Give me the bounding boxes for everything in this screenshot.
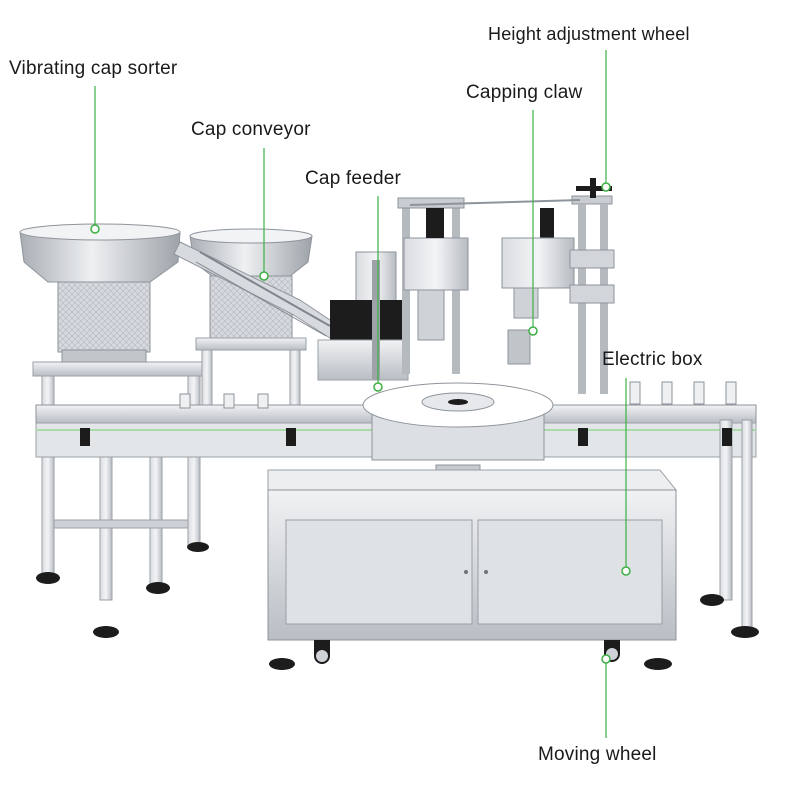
leader-dots <box>90 182 631 664</box>
leader-lines <box>94 50 627 738</box>
label-height-adjustment-wheel: Height adjustment wheel <box>488 24 690 44</box>
capping-head-left <box>397 197 469 374</box>
star-wheel-turntable <box>362 382 554 480</box>
cap-feeder-unit <box>317 251 410 381</box>
sorter-stand <box>32 361 209 638</box>
moving-wheels <box>269 640 672 670</box>
electric-box-cabinet <box>267 469 678 641</box>
label-electric-box: Electric box <box>602 349 703 370</box>
label-moving-wheel: Moving wheel <box>538 744 657 765</box>
label-cap-conveyor: Cap conveyor <box>191 119 311 140</box>
label-cap-feeder: Cap feeder <box>305 168 402 189</box>
vibrating-bowl-left <box>19 223 181 363</box>
capping-head-right <box>409 178 615 394</box>
label-vibrating-cap-sorter: Vibrating cap sorter <box>9 58 178 79</box>
label-capping-claw: Capping claw <box>466 82 583 103</box>
